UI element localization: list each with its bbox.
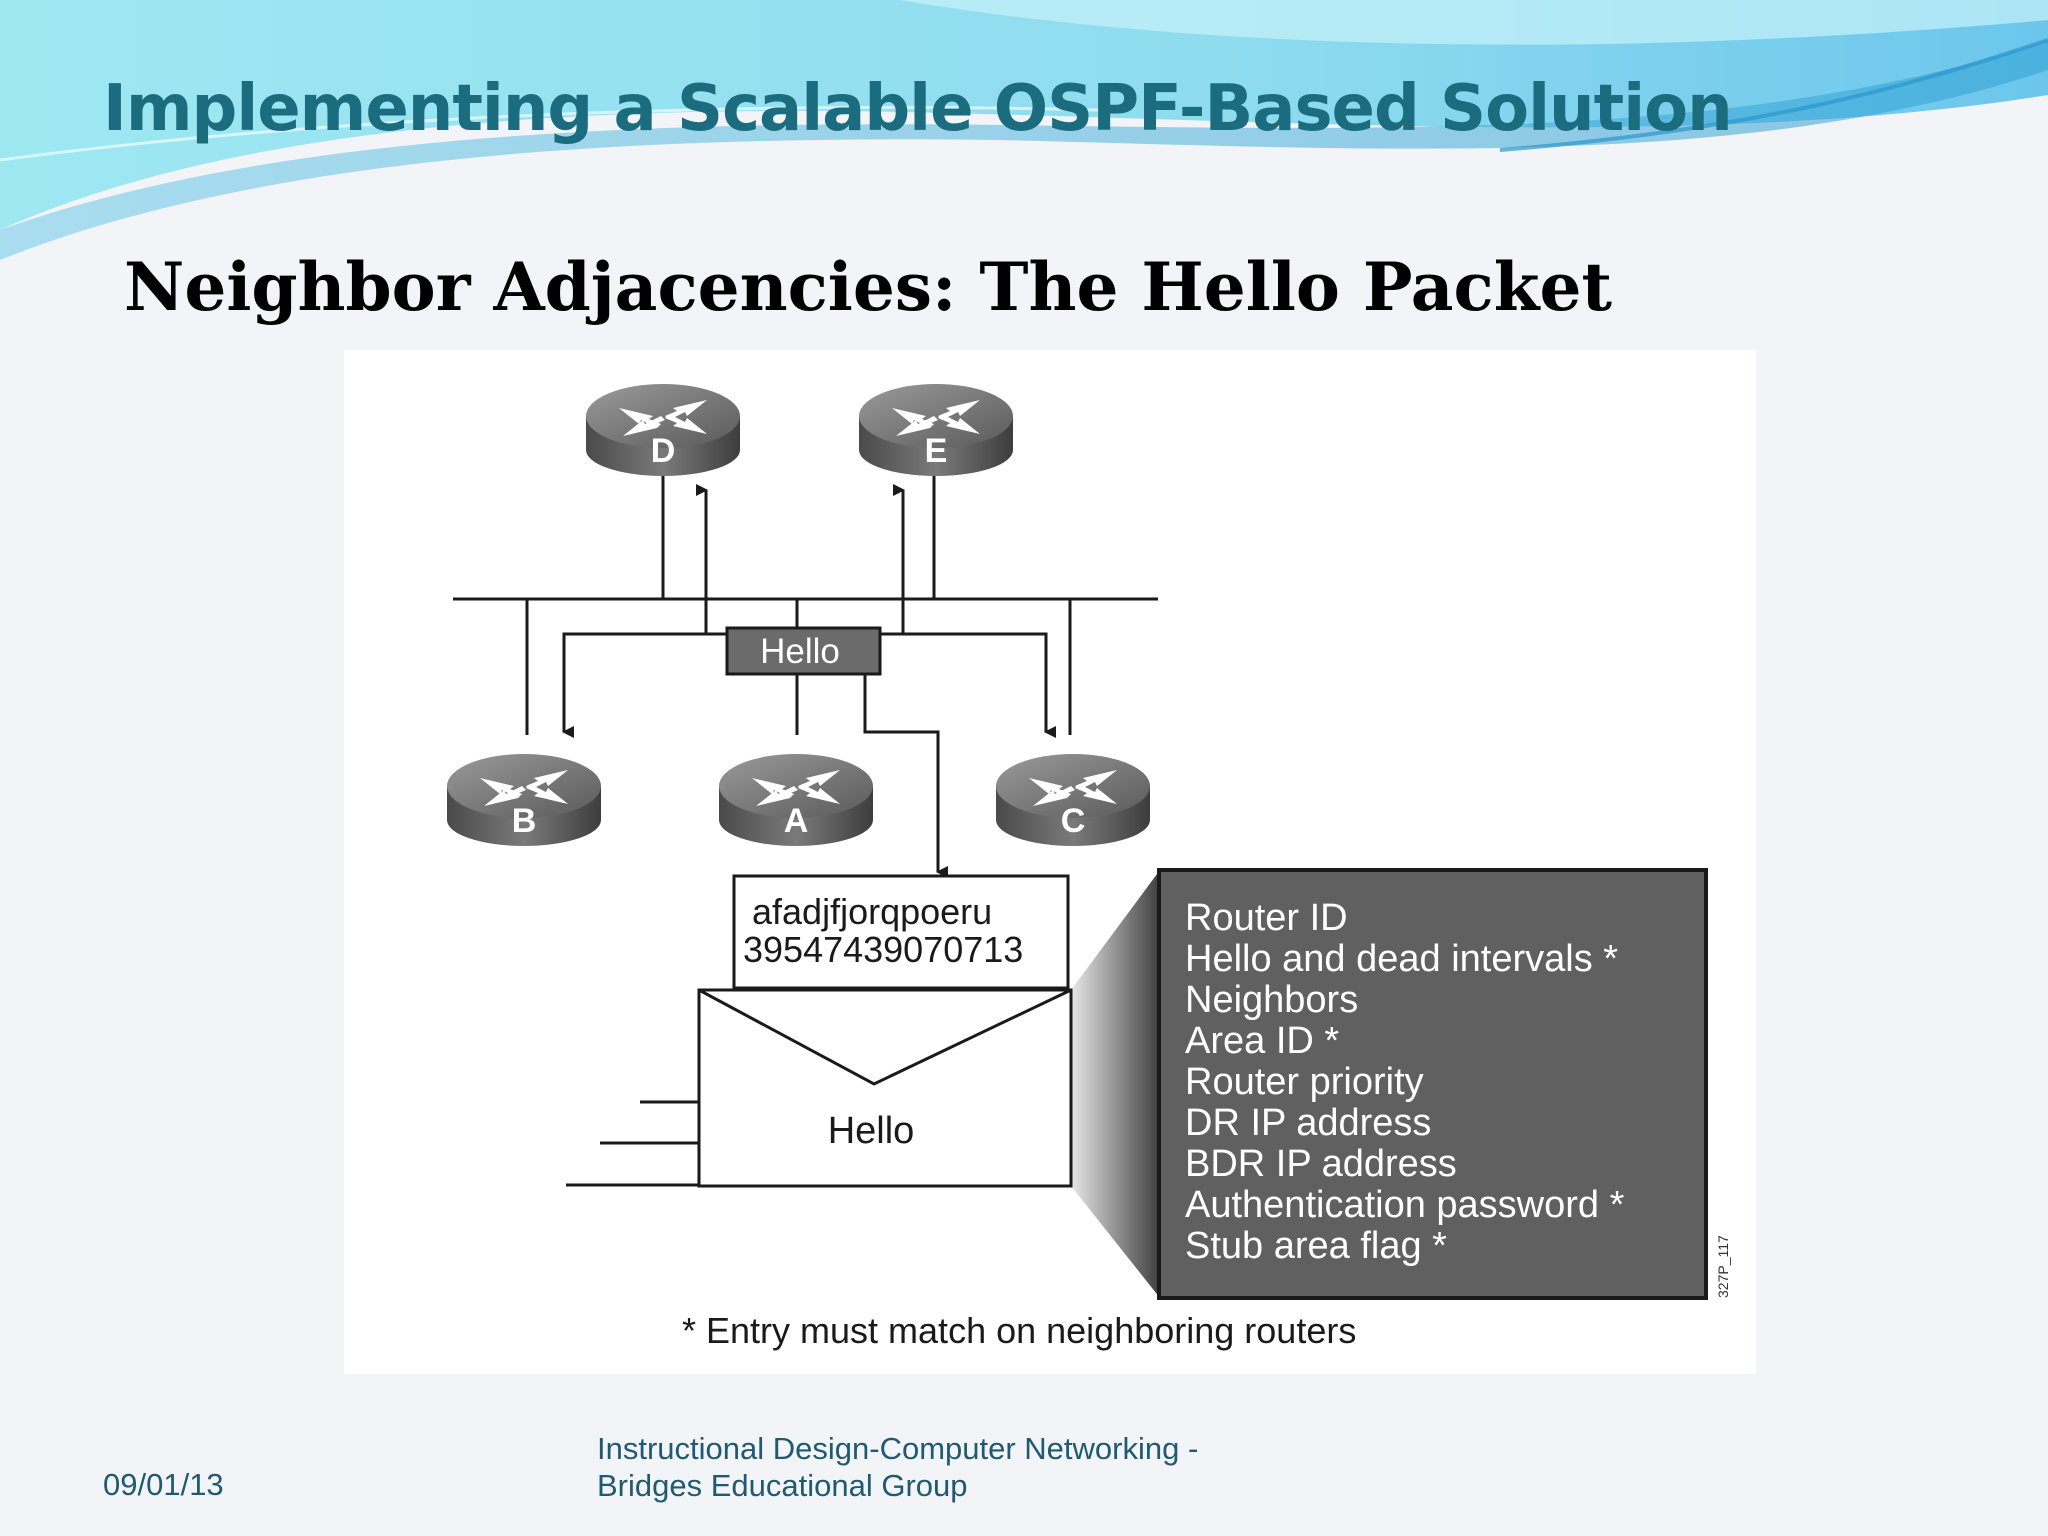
- hello-fields-box: Router ID Hello and dead intervals * Nei…: [1157, 868, 1708, 1300]
- envelope-icon: Hello: [697, 988, 1073, 1188]
- diagram-panel: Hello D E B A C afadjfjorqpoeru 39547439…: [344, 350, 1756, 1374]
- field-hello-dead-intervals: Hello and dead intervals *: [1185, 938, 1618, 980]
- field-bdr-ip: BDR IP address: [1185, 1143, 1457, 1185]
- footnote: * Entry must match on neighboring router…: [682, 1310, 1356, 1351]
- svg-text:D: D: [651, 432, 676, 470]
- svg-text:A: A: [784, 802, 809, 840]
- header-swoosh-background: [0, 0, 2048, 260]
- footer-org-line2: Bridges Educational Group: [597, 1468, 968, 1503]
- svg-text:B: B: [512, 802, 537, 840]
- slide-title: Implementing a Scalable OSPF-Based Solut…: [103, 72, 1733, 146]
- ospf-hello-diagram: Hello D E B A C afadjfjorqpoeru 39547439…: [447, 384, 1731, 1351]
- svg-text:afadjfjorqpoeru: afadjfjorqpoeru: [752, 891, 992, 932]
- footer-date: 09/01/13: [103, 1467, 224, 1502]
- router-C: C: [996, 754, 1150, 846]
- footer-organization: Instructional Design-Computer Networking…: [597, 1430, 1198, 1504]
- field-dr-ip: DR IP address: [1185, 1102, 1431, 1144]
- zoom-fan-shape: [1071, 870, 1160, 1298]
- packet-data-box: afadjfjorqpoeru 39547439070713: [732, 874, 1070, 990]
- hello-packet-tag: Hello: [725, 626, 882, 676]
- field-area-id: Area ID *: [1185, 1020, 1339, 1062]
- svg-text:39547439070713: 39547439070713: [743, 929, 1023, 970]
- svg-text:Hello: Hello: [828, 1110, 915, 1152]
- field-stub-area-flag: Stub area flag *: [1185, 1225, 1447, 1267]
- field-auth-password: Authentication password *: [1185, 1184, 1625, 1226]
- svg-text:C: C: [1061, 802, 1086, 840]
- field-router-priority: Router priority: [1185, 1061, 1424, 1103]
- svg-text:E: E: [925, 432, 948, 470]
- field-router-id: Router ID: [1185, 897, 1348, 939]
- router-A: A: [719, 754, 873, 846]
- router-B: B: [447, 754, 601, 846]
- figure-code: 327P_117: [1715, 1235, 1731, 1298]
- field-neighbors: Neighbors: [1185, 979, 1358, 1021]
- router-D: D: [586, 384, 740, 476]
- footer-org-line1: Instructional Design-Computer Networking…: [597, 1431, 1199, 1466]
- slide-subtitle: Neighbor Adjacencies: The Hello Packet: [124, 248, 1612, 326]
- svg-text:Hello: Hello: [760, 632, 840, 671]
- router-E: E: [859, 384, 1013, 476]
